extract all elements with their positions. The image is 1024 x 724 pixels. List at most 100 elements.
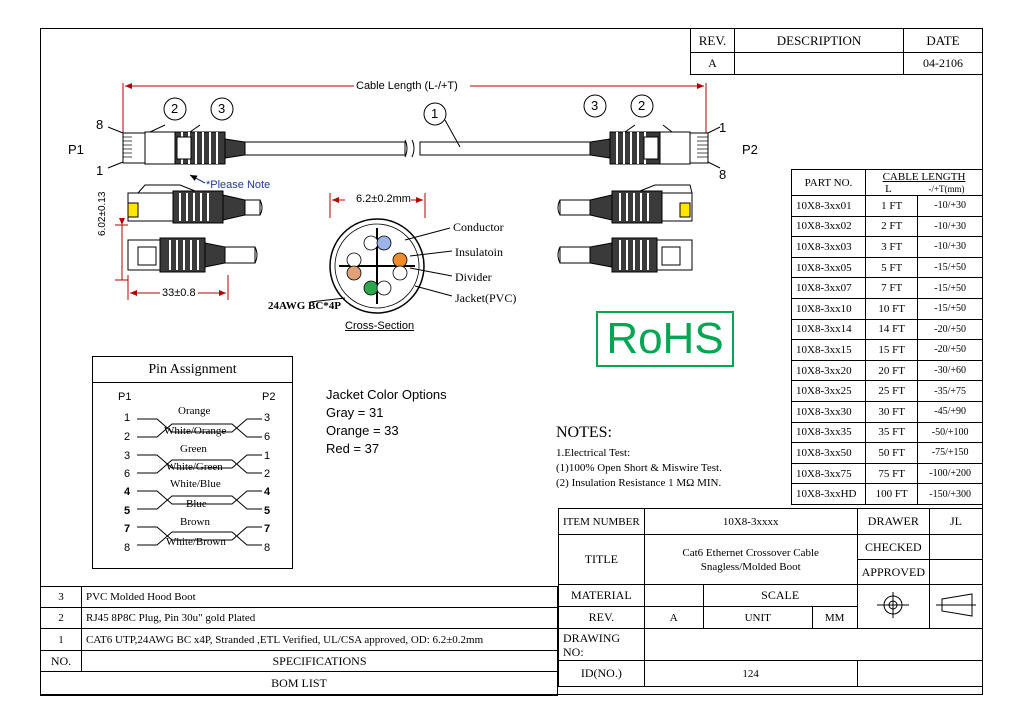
length-cell: 50 FT — [864, 442, 919, 464]
title-line-2: Snagless/Molded Boot — [700, 560, 801, 573]
length-cell: 20 FT — [864, 359, 919, 382]
pin-p1-header: P1 — [118, 391, 132, 403]
note-line: 1.Electrical Test: — [556, 447, 631, 459]
tolerance-cell: -10/+30 — [917, 236, 983, 258]
tolerance-cell: -15/+50 — [917, 277, 983, 299]
length-cell: 5 FT — [864, 256, 919, 279]
part-number-cell: 10X8-3xxHD — [791, 483, 866, 505]
part-number-cell: 10X8-3xx07 — [791, 277, 866, 299]
length-subheader: L — [885, 182, 892, 195]
part-number-cell: 10X8-3xx05 — [791, 256, 866, 279]
connector-left-bottom — [127, 237, 258, 273]
note-line: (2) Insulation Resistance 1 MΩ MIN. — [556, 477, 722, 489]
jacket-option: Red = 37 — [326, 441, 380, 456]
left-pin: 3 — [124, 450, 131, 462]
part-number-cell: 10X8-3xx30 — [791, 400, 866, 423]
wire-color-label: White/Brown — [166, 536, 226, 548]
left-pin: 6 — [124, 468, 131, 480]
revision-table: REV. DESCRIPTION DATE A 04-2106 — [690, 28, 983, 75]
cable-length-label: Cable Length (L-/+T) — [354, 80, 460, 92]
cross-section-diameter: 6.2±0.2mm — [356, 193, 411, 205]
length-cell: 10 FT — [864, 297, 919, 320]
tolerance-cell: -20/+50 — [917, 339, 983, 361]
wire-color-label: White/Orange — [164, 425, 227, 437]
wire-color-label: Orange — [178, 405, 211, 417]
scale-label: SCALE — [702, 584, 858, 607]
tolerance-cell: -45/+90 — [917, 400, 983, 423]
tolerance-cell: -10/+30 — [917, 195, 983, 217]
note-line: (1)100% Open Short & Miswire Test. — [556, 462, 722, 474]
rev-value: A — [643, 606, 704, 629]
p2-label: P2 — [742, 142, 758, 157]
pin-assignment-box: Pin Assignment — [92, 356, 293, 569]
part-number-cell: 10X8-3xx03 — [791, 236, 866, 258]
callout-3-left: 3 — [218, 101, 226, 116]
pin-assignment-title: Pin Assignment — [93, 357, 292, 383]
id-value: 124 — [643, 660, 858, 687]
length-cell: 14 FT — [864, 318, 919, 341]
right-pin: 1 — [264, 450, 271, 462]
callout-3-right: 3 — [591, 98, 599, 113]
right-pin: 8 — [264, 542, 271, 554]
left-pin: 2 — [124, 431, 131, 443]
part-number-cell: 10X8-3xx25 — [791, 380, 866, 402]
bom-list-title: BOM LIST — [40, 671, 558, 696]
callout-2-right: 2 — [638, 98, 646, 113]
connector-right-top — [419, 131, 709, 165]
title-label: TITLE — [558, 534, 645, 585]
wire-color-label: White/Blue — [170, 478, 221, 490]
drawer-label: DRAWER — [856, 508, 931, 535]
rev-value: A — [690, 52, 735, 75]
connector-right-bottom — [557, 237, 693, 273]
part-number-cell: 10X8-3xx75 — [791, 462, 866, 485]
date-value: 04-2106 — [903, 52, 983, 75]
rev-label: REV. — [558, 606, 645, 629]
insulation-label: Insulatoin — [455, 245, 503, 259]
tolerance-cell: -30/+60 — [917, 359, 983, 382]
left-pin: 1 — [124, 412, 131, 424]
left-pin: 5 — [124, 505, 131, 517]
callout-2-left: 2 — [171, 101, 179, 116]
part-number-cell: 10X8-3xx02 — [791, 215, 866, 238]
tolerance-cell: -15/+50 — [917, 297, 983, 320]
pin-p2-header: P2 — [262, 391, 276, 403]
tolerance-cell: -50/+100 — [917, 421, 983, 444]
wire-color-label: Brown — [180, 516, 210, 528]
length-cell: 100 FT — [864, 483, 919, 505]
length-cell: 2 FT — [864, 215, 919, 238]
tolerance-cell: -150/+300 — [917, 483, 983, 505]
jacket-option: Orange = 33 — [326, 423, 399, 438]
approved-label: APPROVED — [856, 559, 931, 585]
bom-spec-header: SPECIFICATIONS — [81, 650, 558, 672]
part-no-header: PART NO. — [791, 169, 866, 196]
wire-color-label: Green — [180, 443, 207, 455]
part-number-cell: 10X8-3xx15 — [791, 339, 866, 361]
divider-label: Divider — [455, 270, 492, 284]
cross-section-drawing — [309, 193, 453, 314]
pin-wiring-diagram — [137, 418, 262, 546]
id-label: ID(NO.) — [558, 660, 645, 687]
checked-label: CHECKED — [856, 534, 931, 560]
tolerance-cell: -100/+200 — [917, 462, 983, 485]
item-number-value: 10X8-3xxxx — [643, 508, 858, 535]
date-header: DATE — [903, 28, 983, 53]
tolerance-subheader: -/+T(mm) — [928, 183, 965, 194]
wire-color-label: White/Green — [166, 461, 223, 473]
part-number-cell: 10X8-3xx01 — [791, 195, 866, 217]
length-cell: 25 FT — [864, 380, 919, 402]
right-pin: 6 — [264, 431, 271, 443]
length-dimension: 33±0.8 — [162, 287, 196, 299]
left-pin-8: 8 — [96, 117, 104, 132]
bom-no: 3 — [40, 586, 82, 608]
connector-left-top — [122, 131, 406, 165]
conductor-label: Conductor — [453, 220, 504, 234]
right-pin: 4 — [264, 486, 271, 498]
jacket-option: Gray = 31 — [326, 405, 384, 420]
